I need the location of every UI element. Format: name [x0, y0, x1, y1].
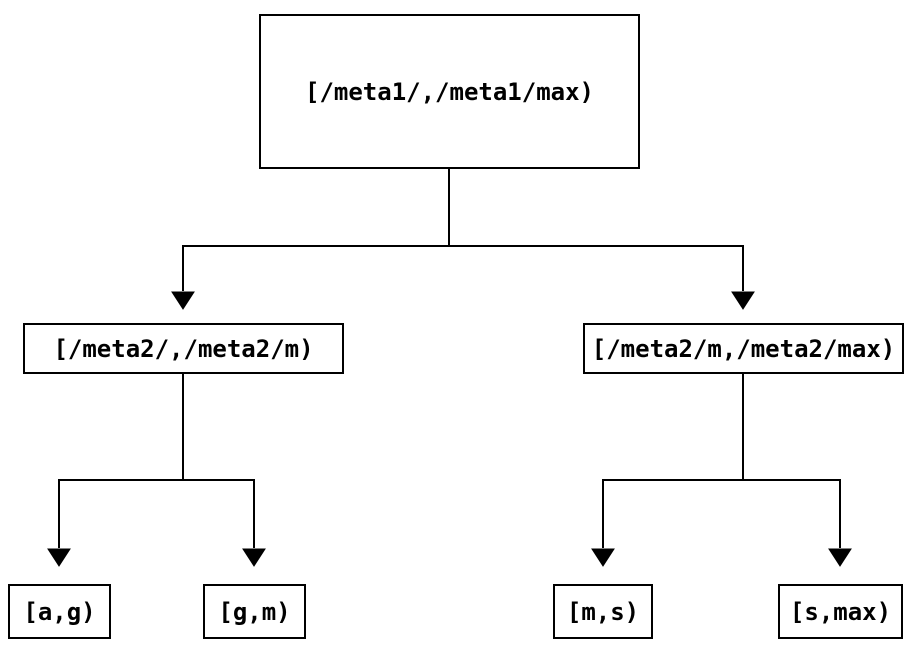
- edge-left-to-leaf-ag: [47, 374, 184, 567]
- node-leaf-gm-label: [g,m): [218, 597, 291, 626]
- arrowhead-down-icon: [242, 548, 266, 567]
- node-leaf-gm: [g,m): [203, 584, 306, 639]
- node-meta2-upper: [/meta2/m,/meta2/max): [583, 323, 904, 374]
- edge-left-to-leaf-gm: [182, 374, 266, 567]
- arrowhead-down-icon: [591, 548, 615, 567]
- edge-root-to-right: [448, 169, 755, 310]
- node-leaf-ag: [a,g): [8, 584, 111, 639]
- node-leaf-smax: [s,max): [778, 584, 903, 639]
- node-root: [/meta1/,/meta1/max): [259, 14, 640, 169]
- node-meta2-lower-label: [/meta2/,/meta2/m): [53, 334, 314, 363]
- node-meta2-upper-label: [/meta2/m,/meta2/max): [591, 334, 896, 363]
- node-leaf-ms-label: [m,s): [566, 597, 640, 626]
- node-leaf-ag-label: [a,g): [23, 597, 96, 626]
- arrowhead-down-icon: [828, 548, 852, 567]
- edge-right-to-leaf-ms: [591, 374, 744, 567]
- edge-root-to-left: [171, 169, 450, 310]
- node-leaf-ms: [m,s): [553, 584, 653, 639]
- arrowhead-down-icon: [171, 291, 195, 310]
- node-meta2-lower: [/meta2/,/meta2/m): [23, 323, 344, 374]
- arrowhead-down-icon: [47, 548, 71, 567]
- arrowhead-down-icon: [731, 291, 755, 310]
- node-leaf-smax-label: [s,max): [789, 597, 892, 626]
- node-root-label: [/meta1/,/meta1/max): [305, 77, 594, 106]
- edge-right-to-leaf-smax: [742, 374, 852, 567]
